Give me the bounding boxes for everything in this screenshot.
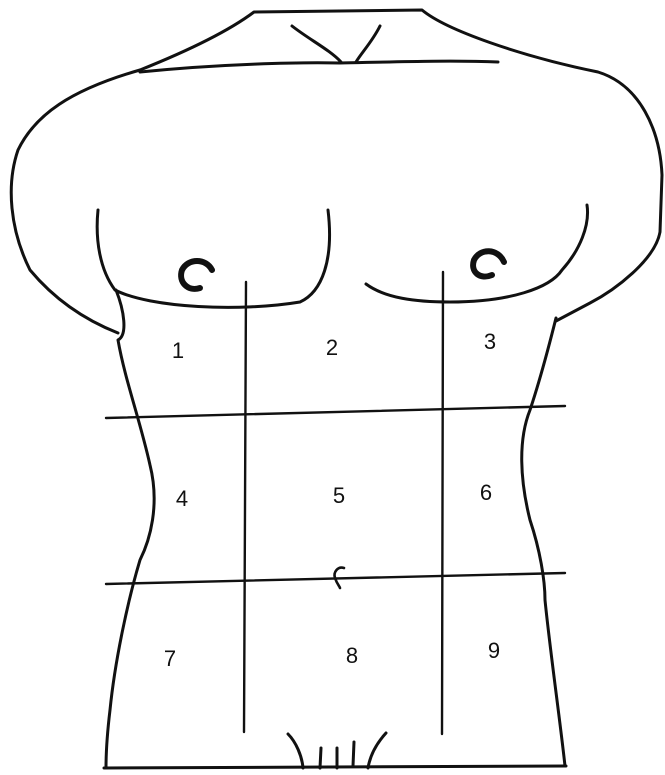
left-side-outline (106, 290, 154, 768)
right-nipple (473, 251, 504, 276)
left-neck-muscle (292, 26, 341, 62)
right-side-outline (522, 318, 565, 766)
region-number-8: 8 (346, 643, 358, 668)
left-chest-curve (97, 210, 329, 307)
upper-horizontal-line (106, 406, 565, 418)
left-vertical-line (244, 282, 246, 732)
region-number-3: 3 (484, 329, 496, 354)
region-number-6: 6 (480, 480, 492, 505)
region-number-2: 2 (326, 335, 338, 360)
groin-line-1 (320, 748, 321, 768)
right-vertical-line (442, 272, 443, 734)
groin-line-3 (353, 742, 354, 766)
region-number-5: 5 (333, 483, 345, 508)
region-number-1: 1 (172, 338, 184, 363)
region-number-9: 9 (488, 638, 500, 663)
waist-bottom-line (104, 766, 566, 768)
neck-and-shoulders-outline (140, 10, 662, 321)
nipples (181, 251, 504, 289)
groin-right-curve (368, 733, 386, 768)
groin-left-curve (288, 734, 303, 768)
torso-outline (11, 10, 662, 768)
left-nipple (181, 261, 212, 289)
region-number-4: 4 (176, 486, 188, 511)
region-numbers: 1 2 3 4 5 6 7 8 9 (164, 329, 500, 671)
region-number-7: 7 (164, 646, 176, 671)
collar-line (140, 61, 498, 72)
right-neck-muscle (356, 26, 380, 62)
